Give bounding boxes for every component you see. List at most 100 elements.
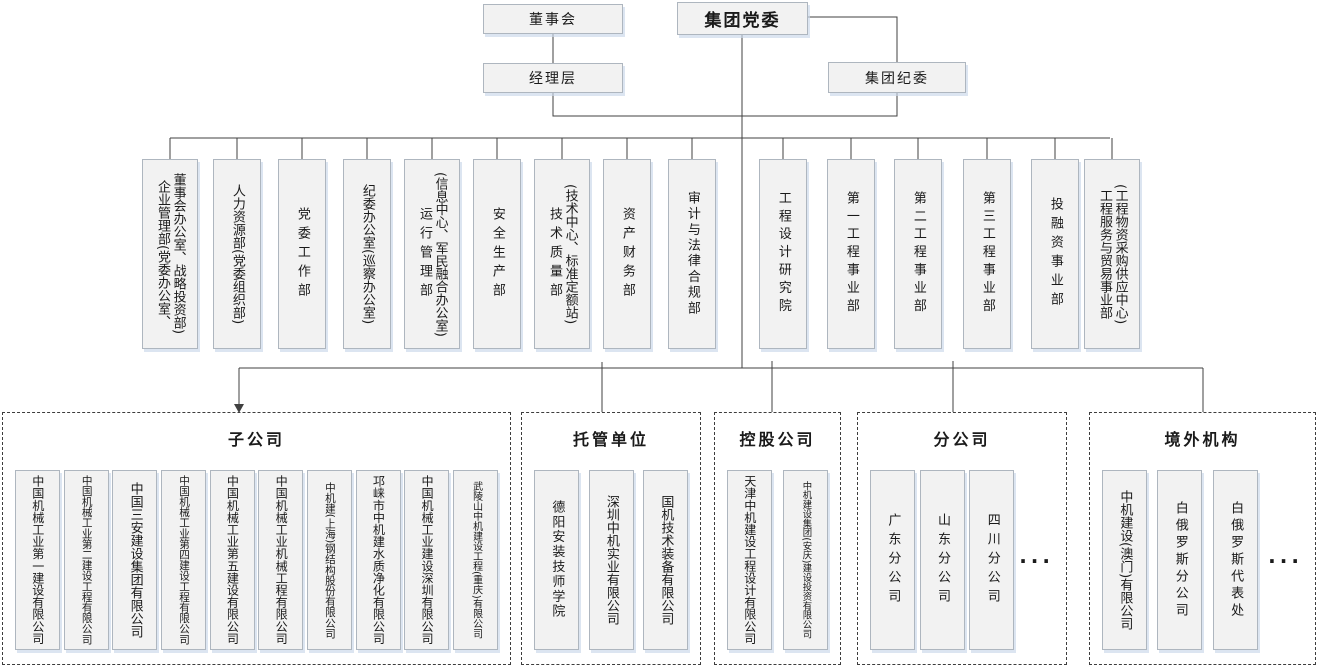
department-node: 工程设计研究院 <box>759 159 807 349</box>
node-board-of-directors: 董事会 <box>483 4 623 34</box>
department-label: 纪委办公室(巡察办公室) <box>344 160 390 348</box>
department-label: 工程设计研究院 <box>760 160 806 348</box>
department-node: 安全生产部 <box>473 159 521 349</box>
vertical-label: 中国机械工业第一建设有限公司 <box>30 475 45 645</box>
group-items: 广东分公司山东分公司四川分公司··· <box>870 470 1054 651</box>
department-label: 投融资事业部 <box>1032 160 1078 348</box>
vertical-label: 工程设计研究院 <box>775 191 791 317</box>
node-management-layer: 经理层 <box>483 63 623 93</box>
vertical-label: 邛崃市中机建水质净化有限公司 <box>371 475 386 645</box>
department-node: 工程服务与贸易事业部(工程物资采购供应中心) <box>1084 159 1140 349</box>
group-items: 中机建设(澳门)有限公司 白俄罗斯分公司 白俄罗斯代表处 ··· <box>1102 470 1303 651</box>
company-node: 邛崃市中机建水质净化有限公司 <box>355 470 401 650</box>
ellipsis-more: ··· <box>1268 548 1303 573</box>
company-node: 中国三安建设集团有限公司 <box>112 470 158 650</box>
department-label: 人力资源部(党委组织部) <box>214 160 260 348</box>
vertical-label: (信息中心、军民融合办公室) <box>432 171 448 337</box>
group-items: 天津中机建设工程设计有限公司 中机建设集团(安庆)建设投资有限公司 <box>727 470 828 651</box>
company-node: 中国机械工业第二建设工程有限公司 <box>63 470 109 650</box>
group-title: 子公司 <box>227 430 285 449</box>
vertical-label: 深圳中机实业有限公司 <box>603 495 619 625</box>
company-node: 武陵山中机建设工程(重庆)有限公司 <box>452 470 498 650</box>
vertical-label: 中国机械工业第二建设工程有限公司 <box>80 475 93 645</box>
group-items: 中国机械工业第一建设有限公司 中国机械工业第二建设工程有限公司 中国三安建设集团有限… <box>15 470 498 651</box>
department-node: 投融资事业部 <box>1031 159 1079 349</box>
vertical-label: (工程物资采购供应中心) <box>1112 183 1128 325</box>
company-node: 天津中机建设工程设计有限公司 <box>727 470 772 650</box>
vertical-label: 中国机械工业建设深圳有限公司 <box>420 475 435 645</box>
vertical-label: 运行管理部 <box>417 206 433 302</box>
vertical-label: 德阳安装技师学院 <box>549 500 565 620</box>
group-box-2: 托管单位德阳安装技师学院 深圳中机实业有限公司 国机技术装备有限公司 <box>521 412 701 665</box>
vertical-label: 资产财务部 <box>619 206 635 302</box>
company-node: 中国机械工业第一建设有限公司 <box>15 470 60 650</box>
department-node: 技术质量部(技术中心、标准定额站) <box>534 159 590 349</box>
department-node: 第一工程事业部 <box>827 159 875 349</box>
vertical-label: (技术中心、标准定额站) <box>562 183 578 325</box>
company-node: 白俄罗斯分公司 <box>1157 470 1203 650</box>
company-node: 四川分公司 <box>969 470 1015 650</box>
company-node: 中机建设集团(安庆)建设投资有限公司 <box>783 470 828 650</box>
node-group-party-committee: 集团党委 <box>677 2 808 35</box>
department-label: 技术质量部(技术中心、标准定额站) <box>535 160 589 348</box>
vertical-label: 党委工作部 <box>294 206 310 302</box>
department-node: 第二工程事业部 <box>894 159 942 349</box>
vertical-label: 山东分公司 <box>935 512 951 608</box>
group-box-3: 控股公司天津中机建设工程设计有限公司 中机建设集团(安庆)建设投资有限公司 <box>714 412 841 665</box>
company-node: 德阳安装技师学院 <box>534 470 579 650</box>
vertical-label: 中机建设(澳门)有限公司 <box>1117 489 1133 631</box>
department-node: 党委工作部 <box>278 159 326 349</box>
department-label: 第二工程事业部 <box>895 160 941 348</box>
vertical-label: 第三工程事业部 <box>979 191 995 317</box>
department-label: 党委工作部 <box>279 160 325 348</box>
group-title: 境外机构 <box>1164 430 1241 449</box>
department-label: 工程服务与贸易事业部(工程物资采购供应中心) <box>1085 160 1139 348</box>
group-box-1: 子公司中国机械工业第一建设有限公司 中国机械工业第二建设工程有限公司 中国三安建设集… <box>2 412 511 665</box>
company-node: 中机建(上海)钢结构股份有限公司 <box>306 470 352 650</box>
vertical-label: 中国机械工业第五建设有限公司 <box>225 475 240 645</box>
group-title: 控股公司 <box>739 430 816 449</box>
vertical-label: 白俄罗斯分公司 <box>1172 500 1188 620</box>
vertical-label: 第二工程事业部 <box>910 191 926 317</box>
department-node: 人力资源部(党委组织部) <box>213 159 261 349</box>
vertical-label: 广东分公司 <box>885 512 901 608</box>
vertical-label: 中国三安建设集团有限公司 <box>127 482 143 638</box>
company-node: 广东分公司 <box>870 470 915 650</box>
department-node: 资产财务部 <box>603 159 651 349</box>
vertical-label: 企业管理部(党委办公室、 <box>155 179 170 329</box>
department-node: 审计与法律合规部 <box>668 159 716 349</box>
company-node: 国机技术装备有限公司 <box>643 470 688 650</box>
vertical-label: 中机建(上海)钢结构股份有限公司 <box>323 481 336 639</box>
department-label: 运行管理部(信息中心、军民融合办公室) <box>405 160 459 348</box>
vertical-label: 中国机械工业机械工程有限公司 <box>274 475 289 645</box>
department-label: 安全生产部 <box>474 160 520 348</box>
group-box-4: 分公司广东分公司山东分公司四川分公司··· <box>857 412 1067 665</box>
company-node: 深圳中机实业有限公司 <box>588 470 634 650</box>
department-node: 运行管理部(信息中心、军民融合办公室) <box>404 159 460 349</box>
department-label: 第三工程事业部 <box>964 160 1010 348</box>
company-node: 白俄罗斯代表处 <box>1212 470 1258 650</box>
vertical-label: 第一工程事业部 <box>843 191 859 317</box>
group-title: 托管单位 <box>572 430 649 449</box>
company-node: 山东分公司 <box>919 470 965 650</box>
vertical-label: 董事会办公室、战略投资部) <box>170 173 186 335</box>
vertical-label: 白俄罗斯代表处 <box>1228 500 1244 620</box>
vertical-label: 国机技术装备有限公司 <box>658 495 674 625</box>
vertical-label: 四川分公司 <box>984 512 1000 608</box>
group-box-5: 境外机构中机建设(澳门)有限公司 白俄罗斯分公司 白俄罗斯代表处 ··· <box>1089 412 1316 665</box>
vertical-label: 技术质量部 <box>547 206 562 302</box>
node-group-discipline-committee: 集团纪委 <box>828 62 966 93</box>
vertical-label: 中国机械工业第四建设工程有限公司 <box>178 475 191 645</box>
vertical-label: 审计与法律合规部 <box>684 191 700 317</box>
vertical-label: 安全生产部 <box>489 206 505 302</box>
vertical-label: 天津中机建设工程设计有限公司 <box>742 475 757 645</box>
department-node: 纪委办公室(巡察办公室) <box>343 159 391 349</box>
company-node: 中国机械工业机械工程有限公司 <box>258 470 304 650</box>
group-items: 德阳安装技师学院 深圳中机实业有限公司 国机技术装备有限公司 <box>534 470 688 651</box>
department-label: 资产财务部 <box>604 160 650 348</box>
vertical-label: 工程服务与贸易事业部 <box>1097 189 1112 319</box>
department-node: 第三工程事业部 <box>963 159 1011 349</box>
group-title: 分公司 <box>933 430 991 449</box>
vertical-label: 纪委办公室(巡察办公室) <box>359 183 375 325</box>
